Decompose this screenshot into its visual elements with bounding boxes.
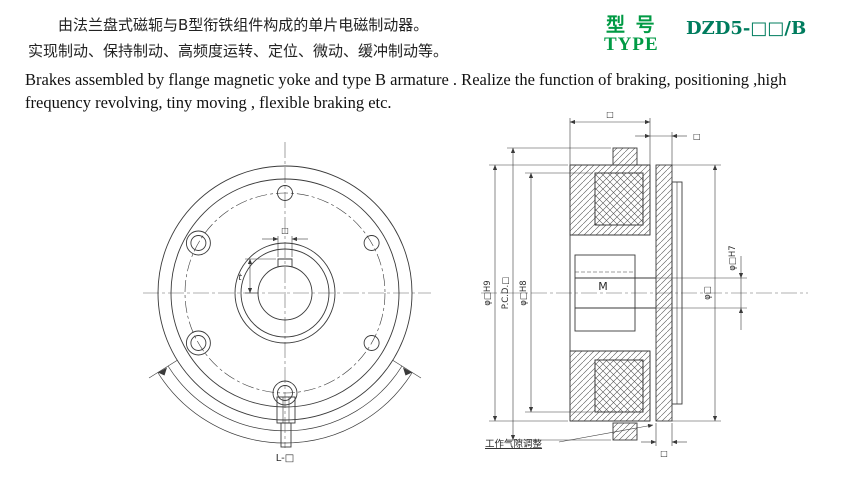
front-view-drawing: □ t L-□ — [143, 142, 431, 464]
intro-english: Brakes assembled by flange magnetic yoke… — [25, 68, 810, 115]
air-gap-note: 工作气隙调整 — [485, 438, 543, 450]
bore-dia-dim: φ□H7 — [728, 245, 738, 270]
yoke-width-dim: □ — [606, 110, 614, 119]
section-view-drawing: φ□H9 P.C.D.□ φ□H8 φ□ φ□H7 M □ □ □ 工作气隙调整 — [481, 110, 808, 458]
outer-dia-dim: φ□H9 — [483, 280, 493, 305]
armature-thickness-top-dim: □ — [693, 132, 701, 141]
keyway-depth-dim: t — [238, 273, 242, 283]
armature-thickness-bottom-dim: □ — [660, 449, 668, 458]
front-view-geometry — [143, 142, 431, 448]
intro-chinese: 由法兰盘式磁轭与B型衔铁组件构成的单片电磁制动器。 实现制动、保持制动、高频度运… — [28, 12, 568, 65]
intro-cn-line2: 实现制动、保持制动、高频度运转、定位、微动、缓冲制动等。 — [28, 42, 449, 61]
intro-cn-line1: 由法兰盘式磁轭与B型衔铁组件构成的单片电磁制动器。 — [58, 16, 429, 34]
pcd-dim: P.C.D.□ — [501, 277, 511, 309]
model-number: DZD5-□□/B — [686, 18, 807, 39]
keyway-width-dim: □ — [281, 226, 289, 235]
inner-dia-dim: φ□H8 — [519, 280, 529, 305]
arc-length-dim: L-□ — [276, 453, 294, 464]
intro-en-line1: Brakes assembled by flange magnetic yoke… — [25, 70, 787, 89]
armature-dia-dim: φ□ — [703, 286, 713, 300]
type-label-en: TYPE — [604, 34, 659, 55]
section-view-geometry — [481, 118, 808, 446]
lead-wire — [276, 396, 296, 448]
bolt-holes — [185, 185, 380, 406]
intro-en-line2: frequency revolving, tiny moving , flexi… — [25, 93, 392, 113]
hub-mark: M — [598, 280, 608, 293]
type-label-cn: 型 号 — [606, 14, 657, 36]
